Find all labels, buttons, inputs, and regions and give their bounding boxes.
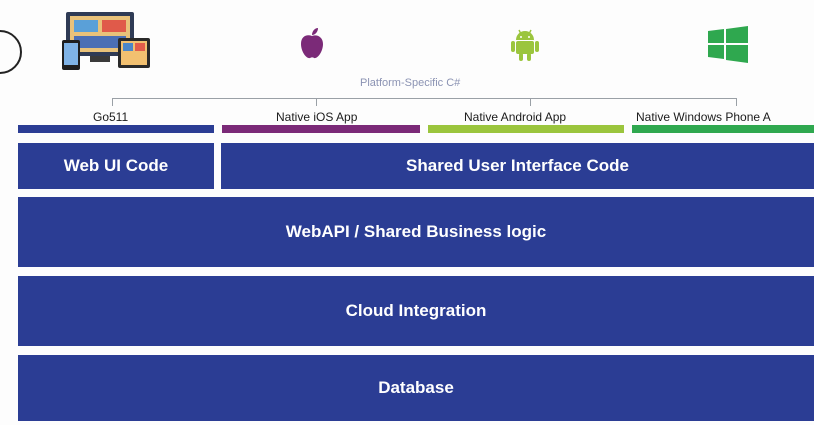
shared-ui-code-bar: Shared User Interface Code xyxy=(221,143,814,189)
windows-icon xyxy=(708,26,748,64)
platform-strip-android xyxy=(428,125,624,133)
business-logic-bar: WebAPI / Shared Business logic xyxy=(18,197,814,267)
platform-label-ios: Native iOS App xyxy=(276,110,358,124)
platform-strip-ios xyxy=(222,125,420,133)
apple-icon xyxy=(298,26,326,60)
bracket-horizontal-line xyxy=(112,98,736,99)
platform-strip-go511 xyxy=(18,125,214,133)
platform-strip-windows xyxy=(632,125,814,133)
bracket-tick-left xyxy=(112,98,113,106)
android-icon xyxy=(510,28,540,62)
platform-label-go511: Go511 xyxy=(93,110,129,124)
platform-specific-label: Platform-Specific C# xyxy=(360,77,461,89)
partial-circle-marker xyxy=(0,30,22,74)
bracket-tick-windows xyxy=(736,98,737,106)
platform-label-windows: Native Windows Phone A xyxy=(636,110,771,124)
cloud-integration-bar: Cloud Integration xyxy=(18,276,814,346)
shared-ui-code-label: Shared User Interface Code xyxy=(406,156,629,175)
business-logic-label: WebAPI / Shared Business logic xyxy=(285,222,547,241)
bracket-tick-android xyxy=(530,98,531,106)
database-bar: Database xyxy=(18,355,814,421)
web-ui-code-bar: Web UI Code xyxy=(18,143,214,189)
web-ui-code-label: Web UI Code xyxy=(63,156,169,175)
cloud-integration-label: Cloud Integration xyxy=(345,301,487,320)
bracket-tick-ios xyxy=(316,98,317,106)
web-devices-icon xyxy=(60,10,152,74)
database-label: Database xyxy=(378,378,454,397)
platform-label-android: Native Android App xyxy=(464,110,567,124)
